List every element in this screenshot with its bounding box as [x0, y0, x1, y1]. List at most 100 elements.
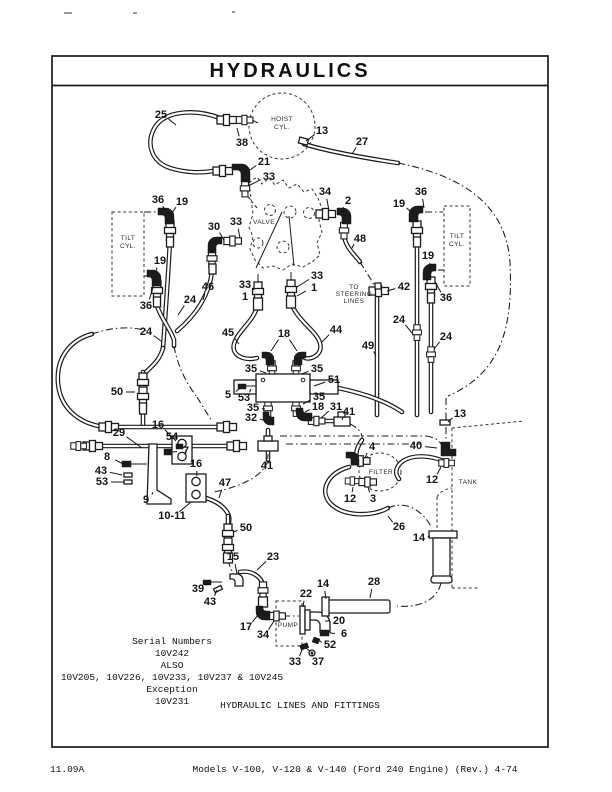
callout-28: 28: [368, 576, 380, 588]
leader-line: [311, 653, 314, 657]
leader-line: [214, 589, 218, 597]
component-label-to: TO: [349, 284, 359, 291]
scan-specks: [64, 11, 235, 14]
callout-44: 44: [330, 324, 343, 336]
callout-32: 32: [245, 412, 257, 424]
leader-line: [205, 582, 209, 586]
callout-33: 33: [311, 270, 323, 282]
leader-line: [436, 466, 442, 475]
component-label-filter: FILTER: [369, 469, 393, 476]
callout-17: 17: [240, 621, 252, 633]
leader-line: [251, 614, 259, 623]
leader-line: [234, 563, 238, 575]
leader-line: [270, 339, 279, 352]
serial-note-line: Exception: [146, 684, 197, 695]
callout-5: 5: [225, 389, 231, 401]
leader-line: [304, 409, 310, 413]
leader-line: [151, 491, 154, 495]
leader-line: [433, 341, 441, 350]
leader-line: [386, 288, 396, 292]
footer-models: Models V-100, V-120 & V-140 (Ford 240 En…: [193, 764, 518, 775]
callout-54: 54: [166, 431, 179, 443]
callout-36: 36: [152, 194, 164, 206]
callout-31: 31: [330, 401, 342, 413]
callout-22: 22: [300, 588, 312, 600]
callout-36: 36: [440, 292, 452, 304]
callout-15: 15: [227, 551, 239, 563]
callout-39: 39: [192, 583, 204, 595]
component-labels: HOISTCYL.VALVETILTCYL.TILTCYL.TOSTEERING…: [120, 116, 477, 629]
leader-line: [259, 418, 264, 421]
leader-line: [218, 489, 223, 499]
leader-line: [178, 501, 192, 513]
filter-outline: [358, 452, 402, 492]
serial-note-line: 10V242: [155, 648, 190, 659]
leader-line: [351, 486, 354, 493]
callout-3: 3: [370, 493, 376, 505]
component-label-tilt: TILT: [121, 235, 135, 242]
callout-20: 20: [333, 615, 345, 627]
pump-and-suction-tube: [202, 579, 391, 657]
callout-45: 45: [222, 327, 234, 339]
callout-49: 49: [362, 340, 374, 352]
callout-1: 1: [242, 291, 248, 303]
leader-line: [324, 590, 327, 600]
callout-30: 30: [208, 221, 220, 233]
callout-53: 53: [238, 392, 250, 404]
callout-33: 33: [239, 279, 251, 291]
callout-24: 24: [140, 326, 153, 338]
leader-line: [296, 290, 307, 297]
callout-24: 24: [393, 314, 406, 326]
callout-50: 50: [240, 522, 252, 534]
callout-33: 33: [263, 171, 275, 183]
hoses-and-tubes: [55, 110, 451, 607]
leader-line: [259, 370, 267, 374]
leader-line: [252, 288, 255, 291]
callout-37: 37: [312, 656, 324, 668]
callout-36: 36: [415, 186, 427, 198]
component-label-cyl: CYL.: [274, 124, 290, 131]
callout-25: 25: [155, 109, 167, 121]
callout-16: 16: [190, 458, 202, 470]
component-label-pump: PUMP: [278, 622, 298, 629]
leader-line: [296, 278, 310, 288]
callout-19: 19: [176, 196, 188, 208]
leader-line: [302, 600, 305, 608]
callout-8: 8: [104, 451, 110, 463]
leader-line: [233, 337, 240, 345]
leader-line: [236, 127, 240, 137]
component-label-cyl: CYL.: [120, 243, 136, 250]
leader-line: [148, 287, 154, 300]
leader-line: [301, 370, 309, 375]
leader-line: [256, 561, 267, 571]
callout-43: 43: [204, 596, 216, 608]
tilt-cylinder-left-outline: [111, 211, 145, 297]
callout-33: 33: [230, 216, 242, 228]
leader-line: [387, 515, 394, 523]
leader-line: [313, 381, 326, 387]
leader-line: [326, 198, 330, 212]
component-label-valve: VALVE: [253, 219, 275, 226]
leader-line: [427, 535, 431, 538]
leader-line: [177, 305, 185, 316]
callout-34: 34: [319, 186, 332, 198]
callout-46: 46: [202, 281, 214, 293]
leader-line: [320, 410, 330, 419]
leader-line: [341, 417, 344, 421]
leader-line: [447, 417, 453, 423]
callout-51: 51: [328, 374, 340, 386]
fittings: [70, 113, 455, 622]
callout-42: 42: [398, 281, 410, 293]
leader-line: [434, 281, 442, 293]
leader-line: [115, 459, 124, 465]
callout-14: 14: [413, 532, 426, 544]
leader-line: [404, 324, 413, 334]
junction-manifold: [233, 373, 339, 403]
control-valve-outline: [248, 176, 323, 271]
callout-48: 48: [354, 233, 366, 245]
component-label-steering: STEERING: [336, 291, 372, 298]
callout-34: 34: [257, 629, 270, 641]
callout-19: 19: [393, 198, 405, 210]
callout-9: 9: [143, 494, 149, 506]
